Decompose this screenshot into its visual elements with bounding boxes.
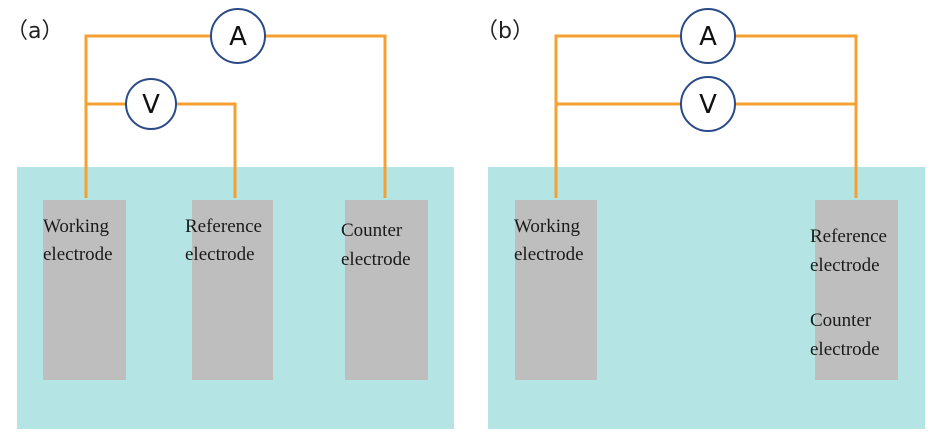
panel-b-reference-label-line1: Reference (810, 226, 887, 247)
panel-a-counter-label-line1: Counter (341, 220, 403, 241)
panel-b-working-label-line1: Working (514, 216, 581, 237)
panel-a-ammeter-label: A (229, 22, 247, 52)
panel-a: （a） A V Working electrode Reference elec… (6, 8, 454, 429)
panel-a-counter-label-line2: electrode (341, 249, 411, 270)
panel-b-wire-working-to-ammeter (554, 34, 681, 198)
panel-a-wire-ammeter-to-counter (265, 34, 387, 198)
panel-b-voltmeter-label: V (699, 90, 717, 120)
panel-a-reference-electrode (192, 200, 273, 380)
panel-b-voltmeter (680, 76, 736, 132)
panel-b-wire-ammeter-to-counter (735, 34, 858, 198)
panel-b-working-electrode (515, 200, 597, 380)
panel-a-reference-label-line2: electrode (185, 244, 255, 265)
panel-a-reference-label-line1: Reference (185, 216, 262, 237)
panel-a-counter-electrode (345, 200, 428, 380)
panel-b: （b） A V Working electrode Reference elec… (476, 8, 925, 429)
panel-a-ammeter (210, 8, 266, 64)
panel-a-working-electrode (43, 200, 126, 380)
panel-b-working-label-line2: electrode (514, 244, 584, 265)
panel-b-ammeter-label: A (699, 22, 717, 52)
panel-b-counter-label-line1: Counter (810, 310, 872, 331)
panel-b-label: （b） (476, 19, 534, 44)
panel-a-working-label-line2: electrode (43, 244, 113, 265)
panel-b-counter-label-line2: electrode (810, 339, 880, 360)
panel-b-ammeter (680, 8, 736, 64)
panel-a-voltmeter-label: V (142, 90, 160, 120)
panel-a-voltmeter (125, 78, 177, 130)
panel-b-reference-label-line2: electrode (810, 255, 880, 276)
panel-a-wire-working-to-ammeter (84, 34, 211, 198)
panel-a-wire-voltmeter-to-reference (176, 102, 237, 198)
panel-b-reference-counter-electrode (815, 200, 898, 380)
panel-a-working-label-line1: Working (43, 216, 110, 237)
panel-a-label: （a） (6, 19, 63, 44)
